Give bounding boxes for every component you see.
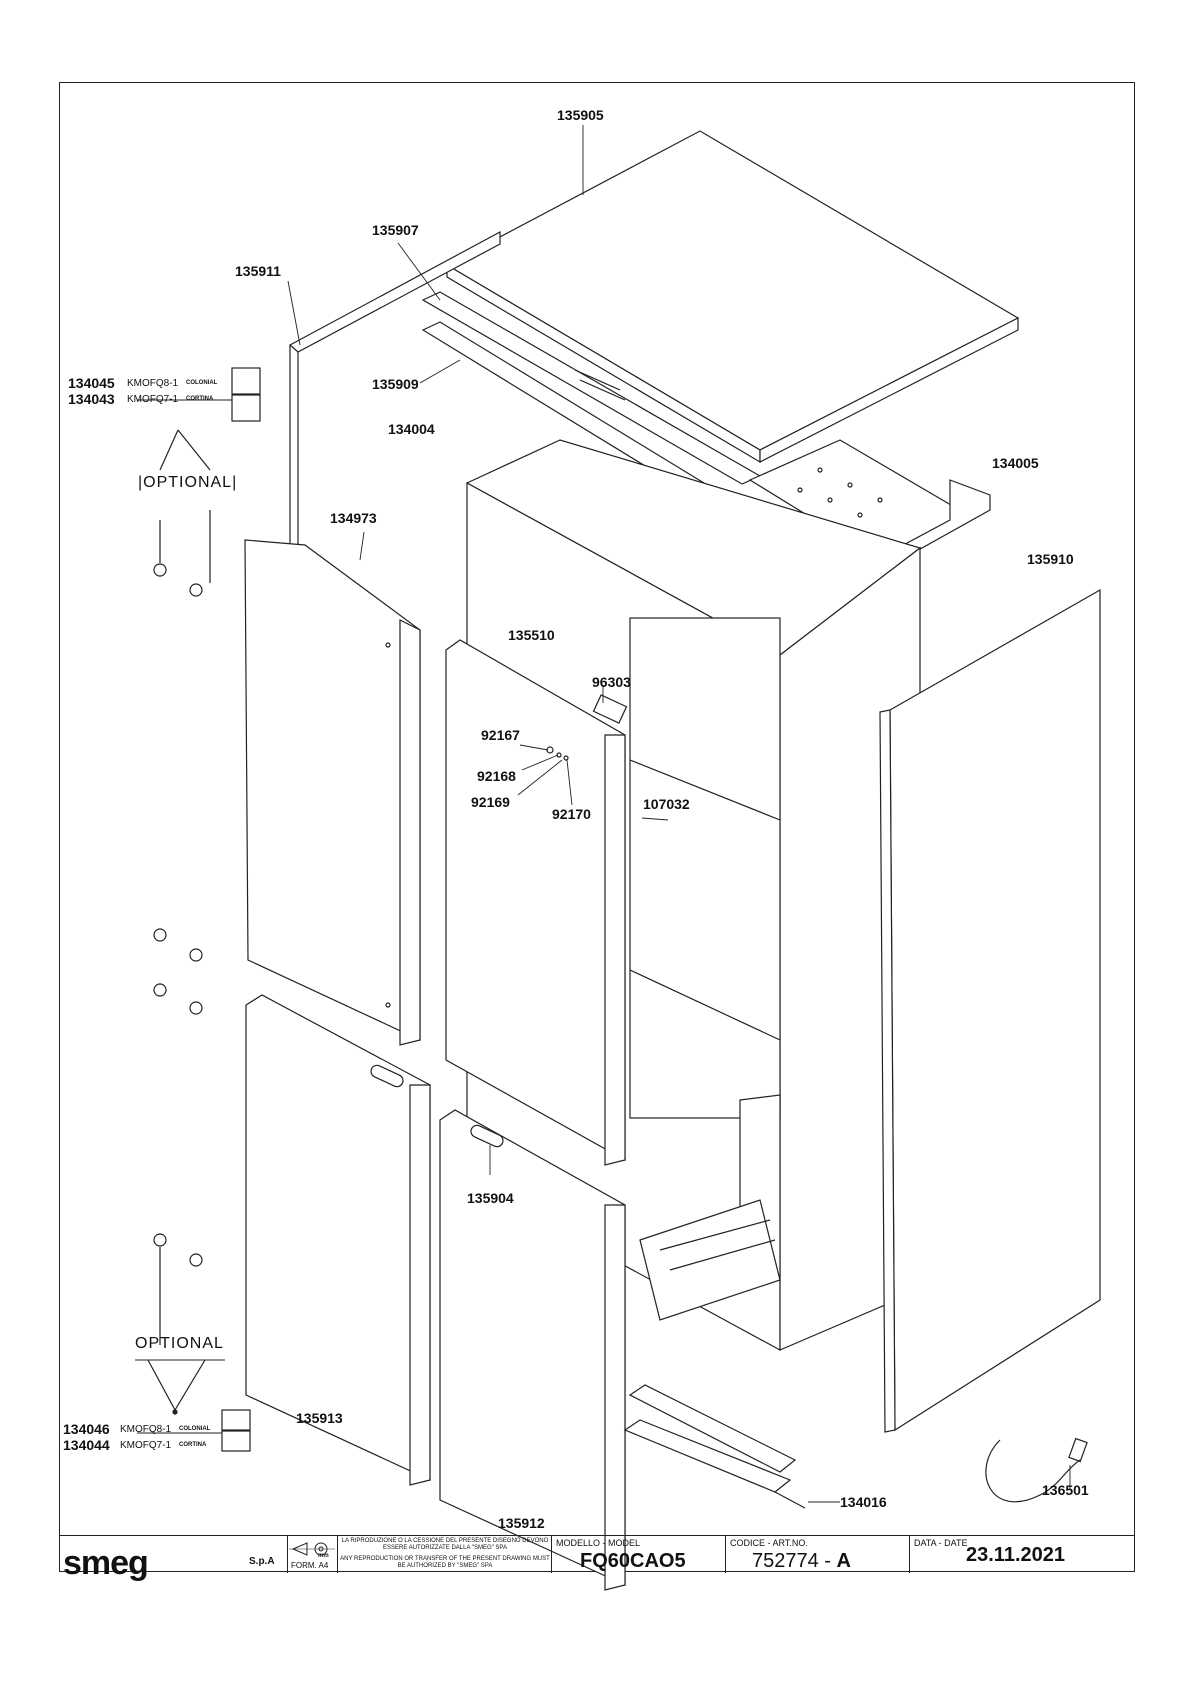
smeg-logo: smeg: [63, 1544, 149, 1582]
model-cell: MODELLO - MODEL FQ60CAO5: [551, 1536, 725, 1573]
date-caption: DATA - DATE: [914, 1538, 968, 1548]
kit-code-cortina-bottom: 134044: [63, 1437, 110, 1453]
part-label-92167: 92167: [481, 727, 520, 743]
kit-code-colonial-top: 134045: [68, 375, 115, 391]
lower-left-door: [245, 994, 431, 1486]
part-label-134004: 134004: [388, 421, 435, 437]
kit-style-cortina-top: CORTINA: [186, 396, 214, 402]
kit-code-colonial-bottom: 134046: [63, 1421, 110, 1437]
legal-italian: LA RIPRODUZIONE O LA CESSIONE DEL PRESEN…: [341, 1538, 549, 1551]
format-label: FORM. A4: [291, 1561, 329, 1570]
optional-label-top: |OPTIONAL|: [138, 474, 238, 491]
part-label-134973: 134973: [330, 510, 377, 526]
part-label-134005: 134005: [992, 455, 1039, 471]
kit-style-cortina-bottom: CORTINA: [179, 1442, 207, 1448]
upper-center-door: [445, 639, 628, 1166]
part-label-135911: 135911: [235, 263, 281, 279]
part-label-135913: 135913: [296, 1410, 343, 1426]
revision-letter: A: [836, 1550, 851, 1572]
code-caption: CODICE - ART.NO.: [730, 1538, 808, 1548]
article-code-sep: -: [818, 1550, 837, 1572]
part-label-135510: 135510: [508, 627, 555, 643]
upper-left-door: [244, 539, 421, 1046]
projection-cell: mm FORM. A4: [287, 1536, 337, 1573]
part-label-135909: 135909: [372, 376, 419, 392]
kit-name-colonial-top: KMOFQ8-1: [127, 378, 179, 389]
code-cell: CODICE - ART.NO. 752774 - A: [725, 1536, 909, 1573]
kit-name-cortina-top: KMOFQ7-1: [127, 394, 179, 405]
kit-name-cortina-bottom: KMOFQ7-1: [120, 1440, 172, 1451]
power-cord: [985, 1437, 1088, 1503]
optional-label-bottom: OPTIONAL: [135, 1335, 224, 1352]
model-caption: MODELLO - MODEL: [556, 1538, 641, 1548]
part-label-92169: 92169: [471, 794, 510, 810]
article-code-line: 752774 - A: [752, 1550, 851, 1573]
leader-lines: [135, 125, 1071, 1503]
right-side-panel: [879, 588, 1101, 1433]
title-block: smeg S.p.A mm FORM. A4 LA RIPRODUZIONE O…: [59, 1535, 1135, 1582]
left-side-panel: [288, 230, 501, 545]
kit-style-colonial-bottom: COLONIAL: [179, 1426, 211, 1432]
projection-symbol-icon: [289, 1542, 335, 1556]
part-label-135905: 135905: [557, 107, 604, 123]
part-label-135912: 135912: [498, 1515, 545, 1531]
lower-center-door: [439, 1109, 626, 1591]
kit-option-icons: [221, 367, 261, 1452]
part-label-135907: 135907: [372, 222, 419, 238]
model-number: FQ60CAO5: [580, 1550, 686, 1572]
part-label-96303: 96303: [592, 674, 631, 690]
part-label-136501: 136501: [1042, 1482, 1089, 1498]
kick-plate: [623, 1384, 806, 1509]
part-label-107032: 107032: [643, 796, 690, 812]
date-cell: DATA - DATE 23.11.2021: [909, 1536, 1135, 1573]
legal-cell: LA RIPRODUZIONE O LA CESSIONE DEL PRESEN…: [337, 1536, 551, 1573]
legal-english: ANY REPRODUCTION OR TRANSFER OF THE PRES…: [340, 1556, 550, 1569]
part-label-92168: 92168: [477, 768, 516, 784]
top-panel: [445, 130, 1020, 464]
brand-suffix: S.p.A: [249, 1556, 275, 1567]
unit-label: mm: [318, 1553, 329, 1559]
article-code: 752774: [752, 1550, 819, 1572]
part-label-135904: 135904: [467, 1190, 514, 1206]
part-label-135910: 135910: [1027, 551, 1074, 567]
kit-name-colonial-bottom: KMOFQ8-1: [120, 1424, 172, 1435]
part-label-92170: 92170: [552, 806, 591, 822]
brand-cell: smeg S.p.A: [59, 1536, 287, 1582]
part-label-134016: 134016: [840, 1494, 887, 1510]
kit-style-colonial-top: COLONIAL: [186, 380, 218, 386]
drawing-date: 23.11.2021: [966, 1544, 1065, 1566]
kit-code-cortina-top: 134043: [68, 391, 115, 407]
top-rails: [421, 291, 762, 514]
hinge-hardware: [147, 429, 211, 1415]
